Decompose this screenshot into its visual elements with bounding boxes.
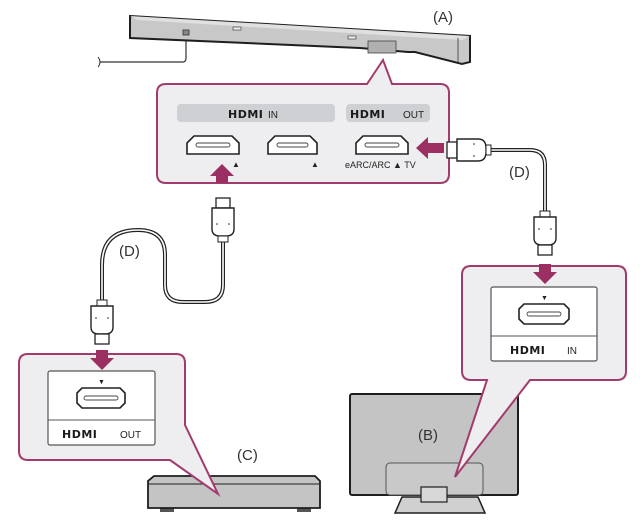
label-b: (B) [418, 427, 438, 444]
hdmi-in-port-1: ▲ [186, 135, 240, 169]
earc-label: eARC/ARC ▲ TV [345, 160, 416, 170]
power-cord [100, 36, 187, 63]
plug-tip [94, 333, 110, 345]
plug-tip [446, 141, 458, 159]
player-callout: ▼ HDMI OUT [18, 350, 221, 498]
cable-label-left: (D) [119, 243, 140, 260]
hdmi-in-suffix: IN [268, 110, 278, 121]
hdmi-logo: HDMI [510, 344, 545, 357]
hdmi-out-logo: HDMI [350, 108, 385, 121]
tv-stand [393, 496, 487, 514]
tv-callout: ▼ HDMI IN [454, 264, 627, 478]
hdmi-in-port-2: ▲ [267, 135, 319, 169]
hdmi-out-suffix: OUT [403, 110, 424, 121]
player-body [147, 475, 321, 509]
port-marker-2: ▲ [311, 160, 319, 169]
plug-body [211, 207, 235, 237]
hdmi-in-logo: HDMI [228, 108, 263, 121]
port-marker: ▼ [98, 379, 105, 386]
plug-body [533, 216, 557, 246]
hdmi-cable-left: (D) [90, 197, 235, 345]
hdmi-suffix: IN [567, 346, 577, 357]
plug-body [90, 305, 114, 335]
hdmi-suffix: OUT [120, 430, 141, 441]
cord-break-mark [97, 56, 101, 68]
soundbar: (A) [97, 9, 471, 68]
cable-label-right: (D) [509, 164, 530, 181]
arrow-up-icon [210, 164, 234, 183]
hdmi-cable-right: (D) [446, 138, 557, 256]
soundbar-callout: HDMI IN HDMI OUT ▲ ▲ eARC/ARC ▲ TV [156, 57, 450, 184]
label-c: (C) [237, 447, 258, 464]
blu-ray-player: (C) [147, 447, 321, 512]
plug-tip [215, 197, 231, 209]
label-a: (A) [433, 9, 453, 26]
plug-body [456, 138, 487, 162]
hdmi-logo: HDMI [62, 428, 97, 441]
hdmi-in-label-bar [177, 104, 335, 122]
hdmi-out-label-bar [346, 104, 430, 122]
soundbar-port-cluster [367, 40, 397, 54]
hdmi-out-port: eARC/ARC ▲ TV [345, 135, 416, 170]
arrow-left-icon [416, 137, 444, 159]
plug-tip [537, 244, 553, 256]
arrow-down-icon [533, 264, 557, 284]
arrow-down-icon [90, 350, 114, 370]
port-marker: ▼ [541, 295, 548, 302]
soundbar-body [129, 14, 471, 66]
port-marker-1: ▲ [232, 160, 240, 169]
